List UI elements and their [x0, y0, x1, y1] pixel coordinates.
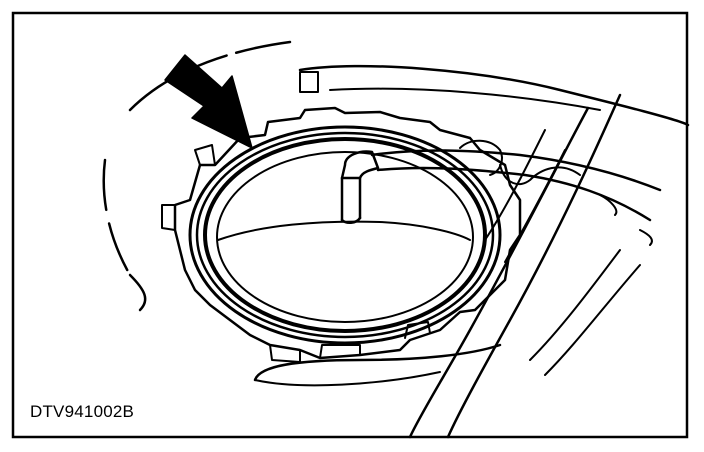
gasket-ring-1	[188, 125, 502, 345]
outlet-tube-elbow	[340, 150, 380, 180]
outer-arc-dashed	[128, 40, 292, 112]
gasket-ring-3	[203, 137, 487, 333]
ring-tab-2	[194, 144, 216, 166]
hose-c-left-edge	[529, 249, 621, 361]
wire-harness-upper	[370, 149, 662, 192]
wire-end	[599, 194, 653, 246]
figure-id-label: DTV941002B	[30, 402, 135, 421]
gasket-ring-2	[195, 131, 495, 339]
tank-contour-top-2	[329, 87, 601, 111]
outer-arc-left	[102, 158, 132, 277]
gasket-ring-4	[216, 151, 474, 323]
tank-ledge	[299, 71, 319, 93]
outlet-tube-bottom	[340, 216, 362, 224]
lock-ring-outer	[173, 106, 522, 360]
lower-flange	[253, 343, 502, 382]
inner-level-line	[217, 220, 471, 241]
lower-flange-inner	[254, 371, 441, 387]
figure-frame	[11, 11, 689, 439]
hose-a-right-edge	[446, 93, 622, 439]
ring-tab-4	[319, 344, 361, 359]
ring-tab-1	[161, 204, 176, 231]
hose-c-right-edge	[544, 264, 641, 376]
tank-contour-top	[298, 64, 690, 127]
outer-arc-left-lower	[128, 273, 147, 312]
wire-harness-lower	[376, 166, 652, 222]
wire-clip-2	[499, 164, 581, 186]
ring-tab-3	[269, 344, 301, 363]
wire-clip	[459, 139, 503, 176]
arrow-icon	[164, 54, 253, 149]
hose-b-right-edge	[504, 149, 566, 263]
hose-b-left-edge	[484, 129, 546, 241]
